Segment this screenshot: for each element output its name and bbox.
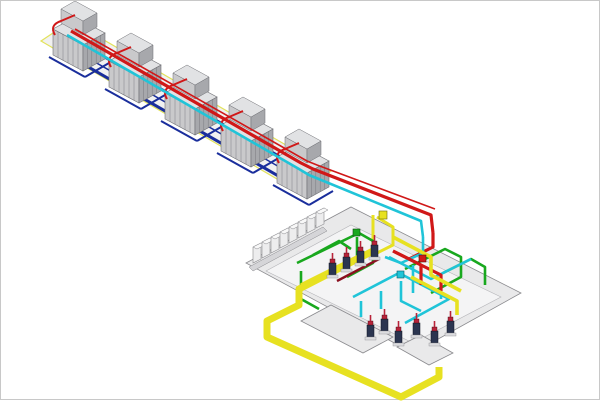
panel-plinth	[248, 226, 328, 272]
header-pipes	[66, 28, 436, 238]
fitting-accents	[352, 210, 427, 279]
pump-icon	[354, 241, 367, 267]
cooling-unit-group	[48, 1, 334, 206]
valve-icon	[396, 270, 405, 279]
switchboard-row	[248, 207, 329, 272]
electrical-panel	[315, 207, 329, 229]
valve-icon	[418, 254, 427, 263]
pump-icon	[368, 235, 381, 261]
cyan-manifold	[352, 255, 472, 325]
inner-slab	[265, 224, 502, 344]
pump-icon	[326, 253, 339, 279]
front-slab	[300, 304, 394, 354]
pump-icon	[392, 321, 405, 347]
right-slab	[396, 334, 454, 366]
pump-icon	[410, 313, 423, 339]
pump-icon	[378, 309, 391, 335]
pump-group	[326, 235, 457, 347]
valve-icon	[352, 228, 361, 237]
pump-icon	[444, 311, 457, 337]
pump-icon	[364, 315, 377, 341]
pump-icon	[340, 247, 353, 273]
valve-icon	[378, 210, 388, 220]
pump-icon	[428, 321, 441, 347]
